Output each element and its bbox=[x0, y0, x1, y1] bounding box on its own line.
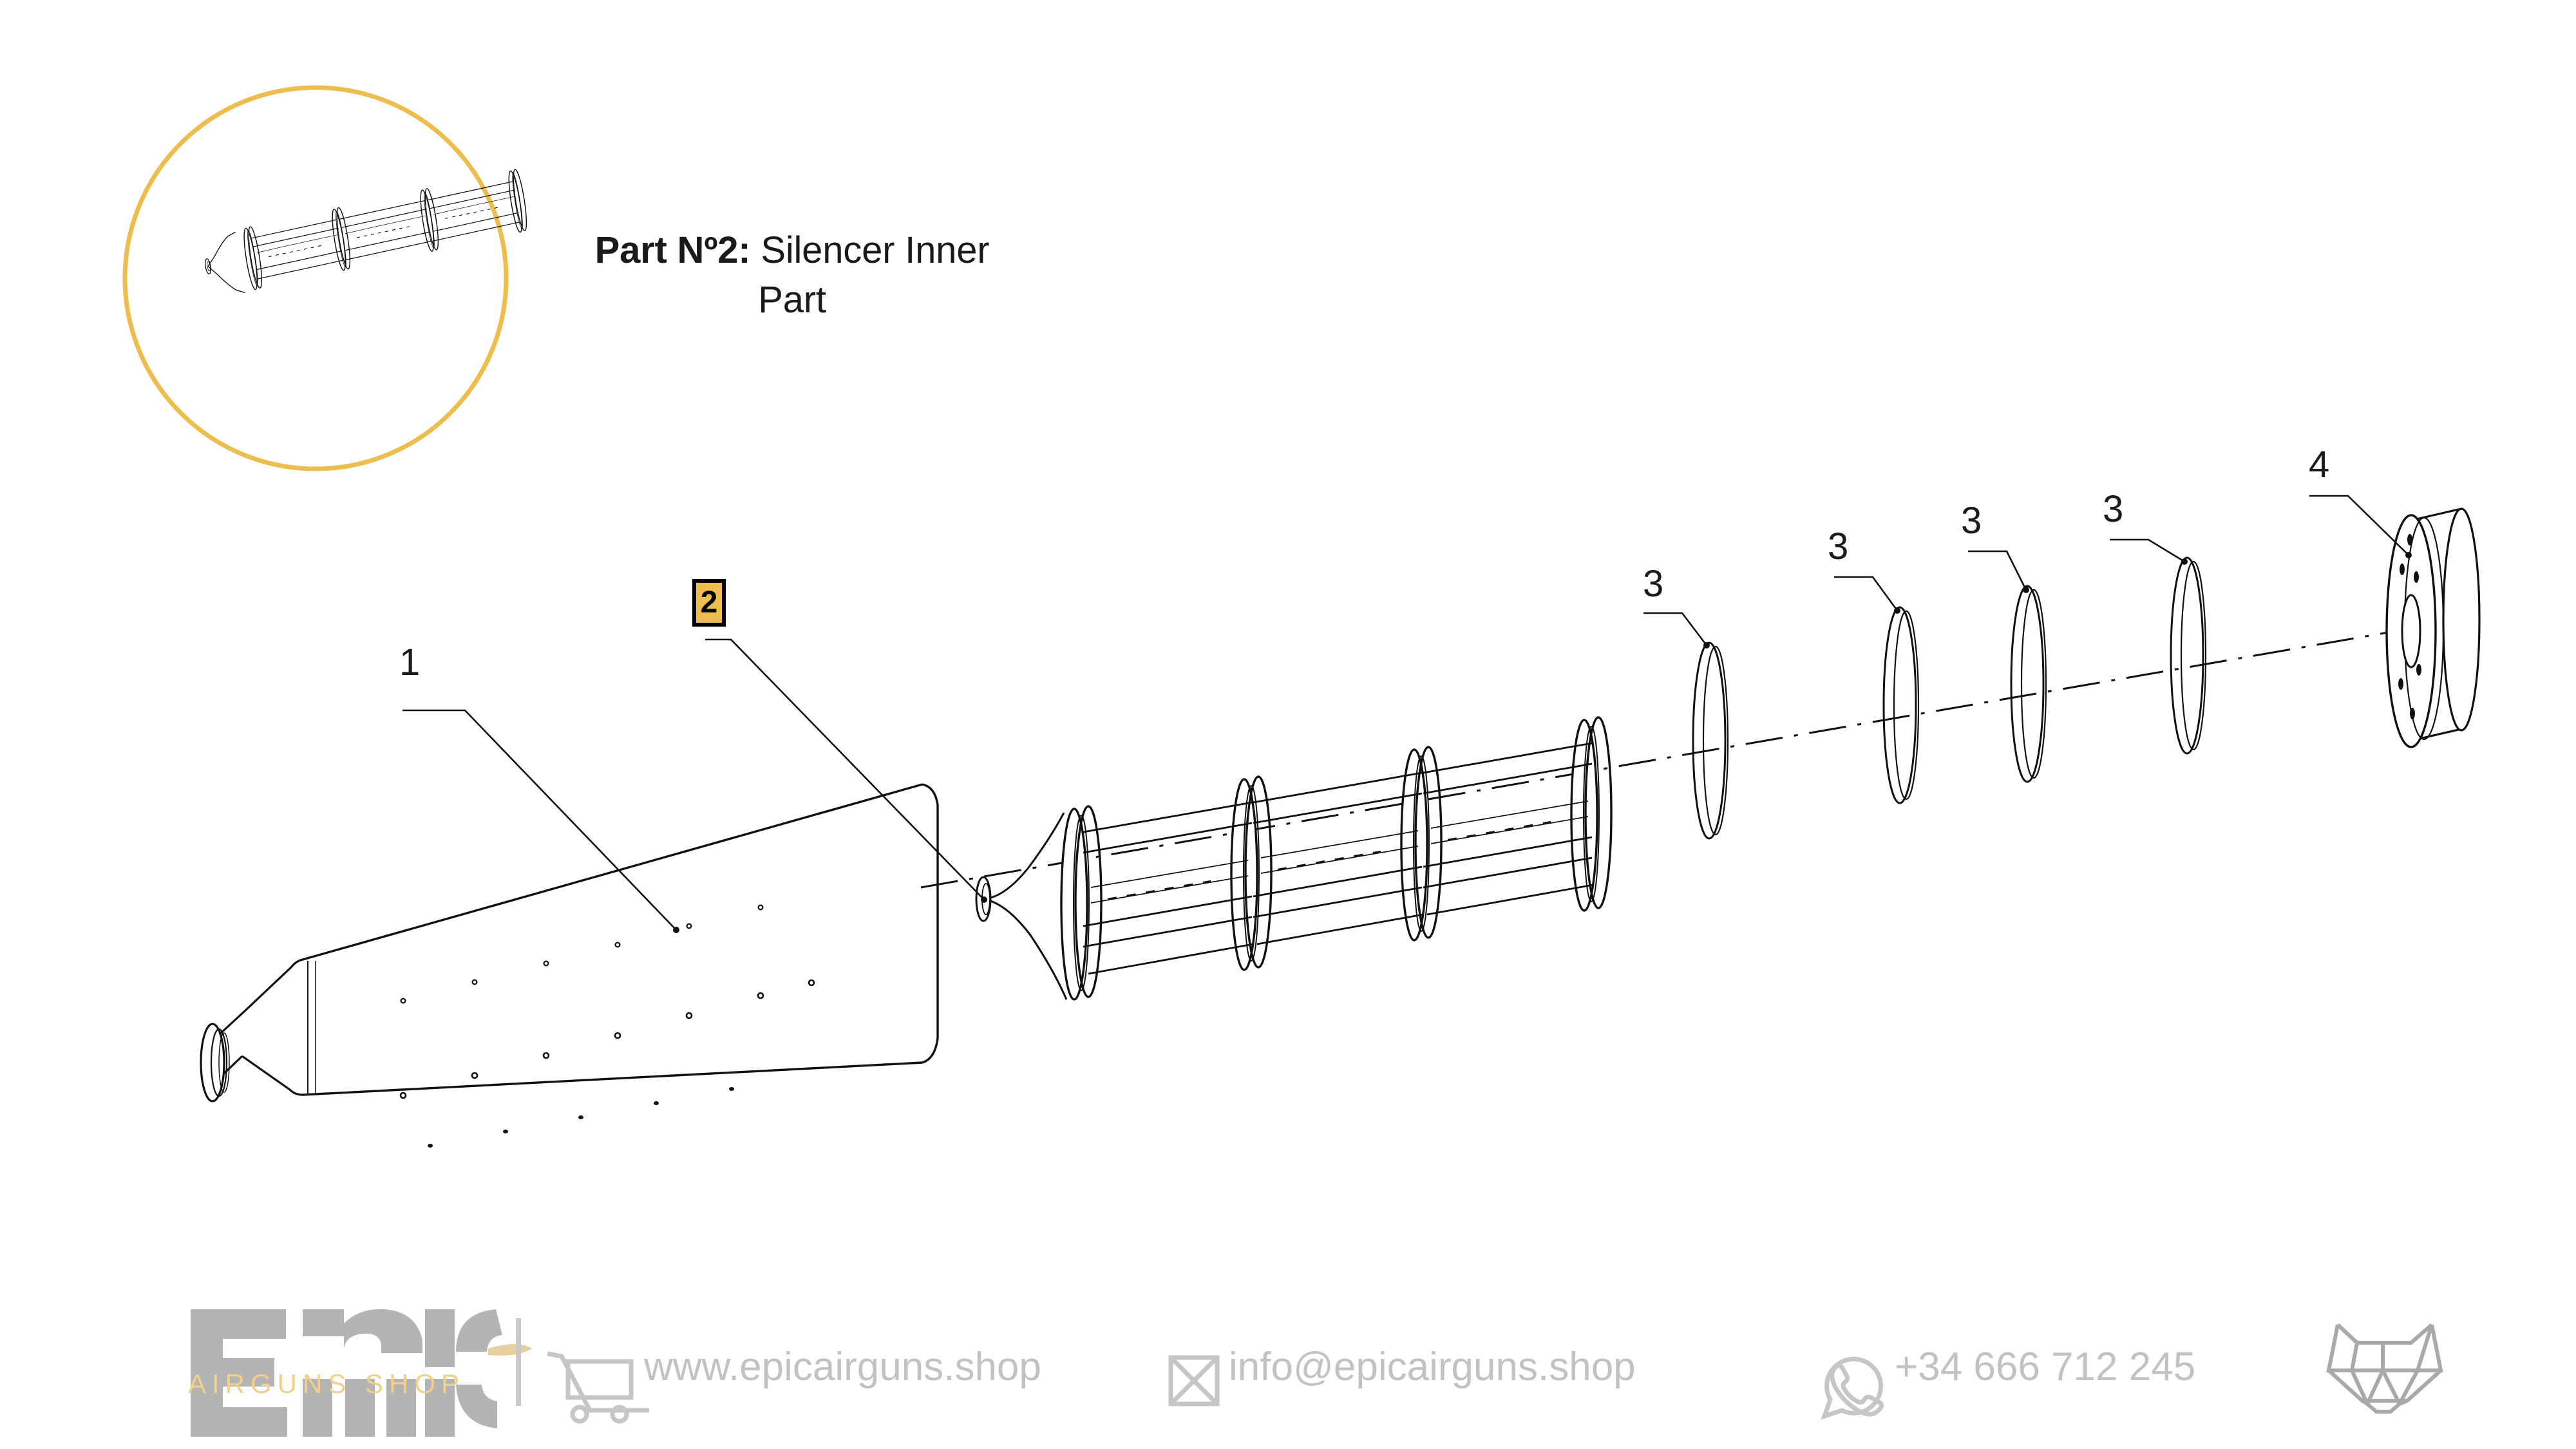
leader-part-2 bbox=[705, 638, 985, 900]
leader-part-1 bbox=[402, 709, 677, 931]
o-ring bbox=[2170, 556, 2207, 755]
footer-email-text[interactable]: info@epicairguns.shop bbox=[1229, 1345, 1636, 1389]
part-silencer-outer-tube bbox=[200, 783, 939, 1148]
part-label-3b[interactable]: 3 bbox=[1828, 526, 1849, 567]
leader-part-3 bbox=[1968, 550, 2027, 591]
o-ring bbox=[1692, 641, 1729, 840]
cart-icon bbox=[547, 1351, 649, 1424]
part-label-4[interactable]: 4 bbox=[2309, 444, 2330, 486]
part-label-3a[interactable]: 3 bbox=[1643, 563, 1664, 605]
thumbnail-drawing bbox=[200, 168, 530, 299]
wolf-head-icon bbox=[2326, 1323, 2443, 1414]
leader-part-3 bbox=[1834, 576, 1899, 611]
callout-badge-2[interactable]: 2 bbox=[692, 579, 726, 627]
leader-lines bbox=[402, 495, 2409, 931]
part-o-rings bbox=[1692, 556, 2207, 840]
leader-part-3 bbox=[1643, 612, 1708, 646]
brand-tagline: AIRGUNS SHOP bbox=[188, 1368, 466, 1399]
page-title-prefix: Part Nº2: bbox=[594, 229, 751, 271]
footer-phone-text[interactable]: +34 666 712 245 bbox=[1895, 1345, 2196, 1389]
page-title: Part Nº2: Silencer Inner Part bbox=[567, 225, 1018, 325]
page-title-name-line1: Silencer Inner bbox=[761, 229, 990, 271]
footer-divider bbox=[516, 1318, 521, 1406]
assembly-centerline bbox=[920, 630, 2396, 889]
part-label-1[interactable]: 1 bbox=[399, 641, 421, 683]
whatsapp-icon bbox=[1821, 1356, 1884, 1420]
part-end-cap bbox=[2385, 507, 2481, 748]
leader-dots bbox=[673, 552, 2412, 933]
o-ring bbox=[2010, 585, 2047, 783]
leader-part-4 bbox=[2309, 495, 2409, 556]
part-silencer-inner-assembly bbox=[975, 716, 1613, 1001]
page-title-name-line2: Part bbox=[758, 279, 826, 321]
footer-website-text[interactable]: www.epicairguns.shop bbox=[644, 1345, 1041, 1389]
leader-part-3 bbox=[2110, 538, 2185, 563]
part-label-3c[interactable]: 3 bbox=[1961, 500, 1982, 542]
part-preview-thumbnail bbox=[122, 85, 530, 471]
envelope-icon bbox=[1168, 1355, 1220, 1406]
part-label-3d[interactable]: 3 bbox=[2103, 488, 2124, 530]
o-ring bbox=[1882, 606, 1920, 804]
